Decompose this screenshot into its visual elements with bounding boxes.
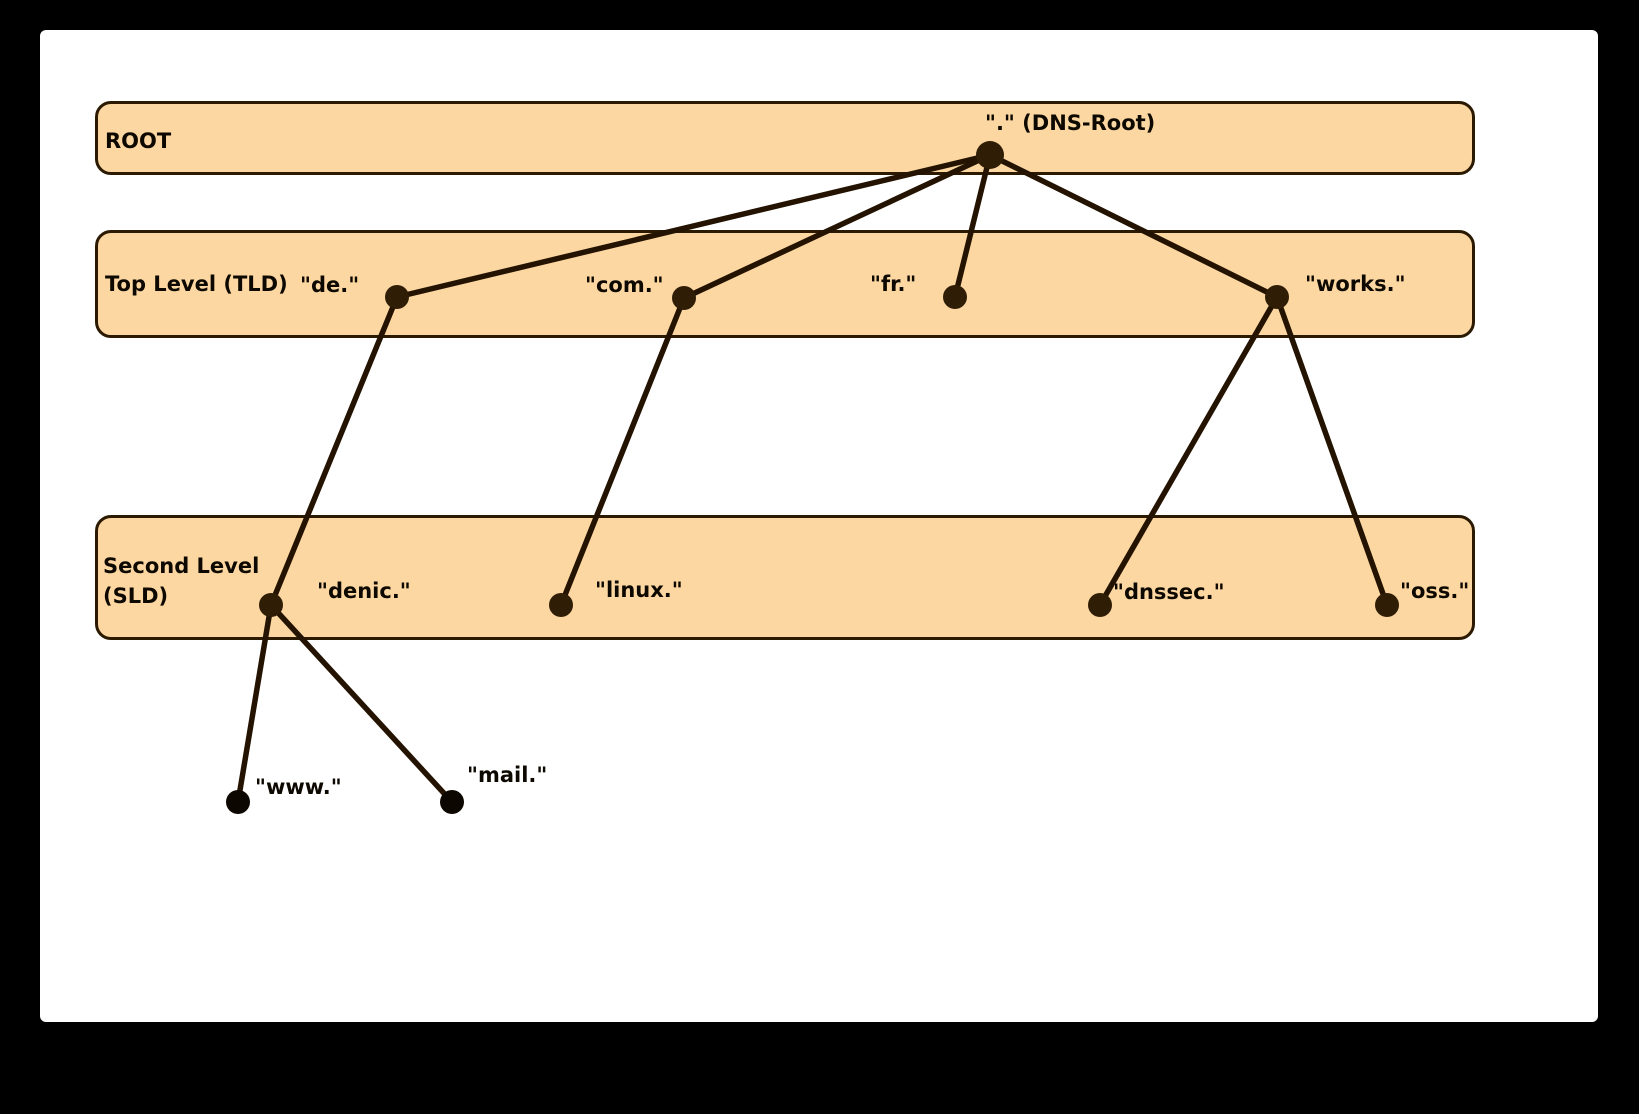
band-label-sld: Second Level (SLD) <box>103 554 260 608</box>
band-label-tld: Top Level (TLD) <box>105 272 288 296</box>
node-label-dnssec: "dnssec." <box>1113 580 1225 604</box>
node-label-linux: "linux." <box>595 578 683 602</box>
node-label-works: "works." <box>1305 272 1406 296</box>
node-label-www: "www." <box>255 775 342 799</box>
node-label-dns-root: "." (DNS-Root) <box>985 111 1156 135</box>
band-root-level <box>95 101 1475 175</box>
node-label-de: "de." <box>300 273 360 297</box>
band-label-root: ROOT <box>105 129 172 153</box>
node-label-oss: "oss." <box>1400 579 1470 603</box>
node-label-fr: "fr." <box>870 272 917 296</box>
node-label-denic: "denic." <box>317 579 411 603</box>
node-label-mail: "mail." <box>467 763 548 787</box>
band-second-level <box>95 515 1475 640</box>
node-label-com: "com." <box>585 273 664 297</box>
